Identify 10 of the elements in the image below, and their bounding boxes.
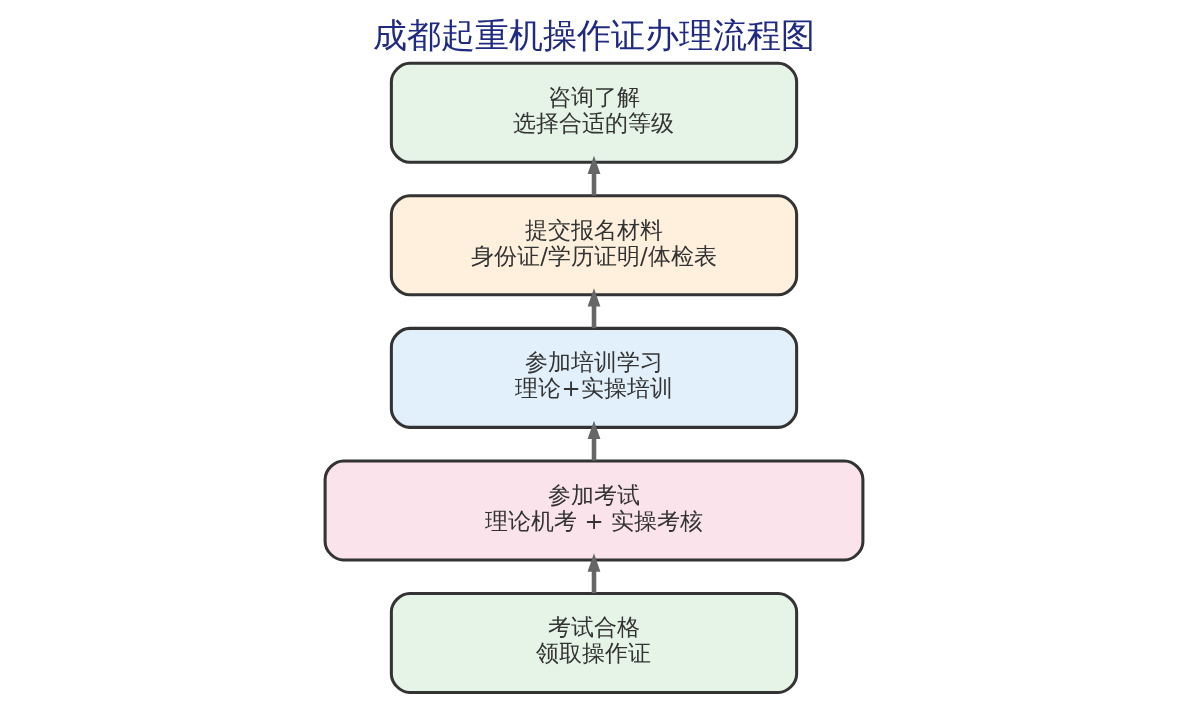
node-box: 参加培训学习 理论+实操培训 (389, 326, 798, 429)
node-box: 参加考试 理论机考 + 实操考核 (323, 459, 864, 562)
node-box: 咨询了解 选择合适的等级 (389, 61, 798, 164)
node-box: 考试合格 领取操作证 (389, 591, 798, 694)
arrow (587, 155, 600, 196)
arrow (587, 553, 600, 594)
node-box: 提交报名材料 身份证/学历证明/体检表 (389, 194, 798, 297)
arrow (587, 420, 600, 461)
diagram-title: 成都起重机操作证办理流程图 (372, 16, 815, 56)
arrow (587, 288, 600, 329)
